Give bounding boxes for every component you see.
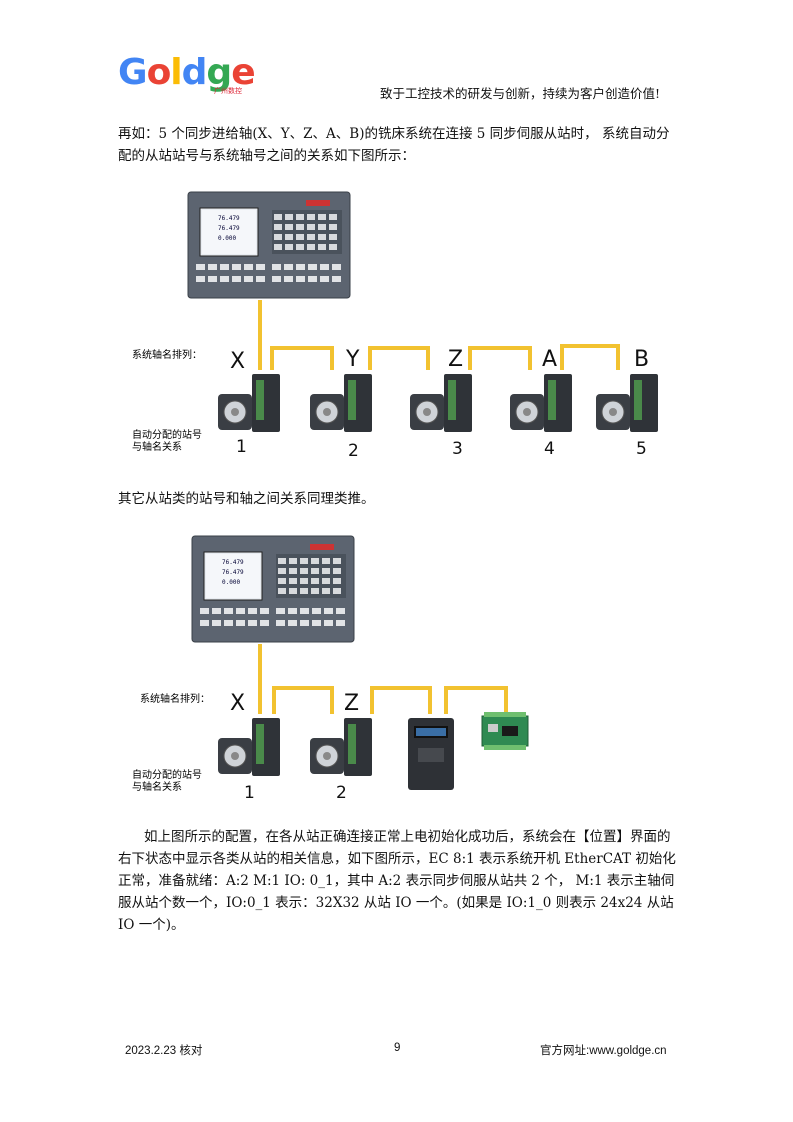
cnc-controller: 76.479 76.479 0.000 [188, 192, 350, 298]
ethercat-wires [260, 300, 618, 370]
axis-label-z: Z [344, 691, 359, 716]
axis-row-label: 系统轴名排列： [132, 348, 202, 361]
cnc-readout-1: 76.479 [218, 215, 240, 222]
paragraph-1: 再如：5 个同步进给轴(X、Y、Z、A、B)的铣床系统在连接 5 同步伺服从站时… [118, 123, 678, 167]
axis-label-y: Y [345, 347, 360, 372]
axis-label-x: X [230, 349, 245, 374]
cnc-readout-2: 76.479 [218, 225, 240, 232]
station-row-label-line2: 与轴名关系 [132, 440, 182, 453]
station-number-1: 1 [244, 783, 255, 802]
footer-website: 官方网址:www.goldge.cn [540, 1042, 667, 1058]
station-row-label-line1: 自动分配的站号 [132, 428, 202, 441]
ethercat-wires [260, 644, 506, 714]
servo-unit-5 [596, 374, 658, 432]
cnc-readout-3: 0.000 [218, 235, 236, 242]
servo-unit-1 [218, 374, 280, 432]
station-number-3: 3 [452, 439, 463, 459]
axis-label-b: B [634, 347, 649, 372]
cnc-controller: 76.479 76.479 0.000 [192, 536, 354, 642]
footer-page-number: 9 [394, 1042, 400, 1054]
cnc-readout-1: 76.479 [222, 559, 244, 566]
axis-label-a: A [542, 347, 557, 372]
station-number-5: 5 [636, 439, 647, 459]
servo-unit-2 [310, 718, 372, 776]
axis-label-z: Z [448, 347, 463, 372]
station-number-2: 2 [348, 441, 359, 461]
io-module [482, 712, 528, 750]
station-number-2: 2 [336, 783, 347, 802]
cnc-readout-2: 76.479 [222, 569, 244, 576]
spindle-drive [408, 718, 454, 790]
station-row-label-line1: 自动分配的站号 [132, 768, 202, 781]
station-row-label-line2: 与轴名关系 [132, 780, 182, 793]
station-number-1: 1 [236, 437, 247, 457]
axis-row-label: 系统轴名排列： [140, 692, 210, 705]
axis-label-x: X [230, 691, 245, 716]
station-number-4: 4 [544, 439, 555, 459]
figure-1-axis-diagram: 76.479 76.479 0.000 系统轴名排列： 自动分配的站号 与轴名关… [120, 188, 660, 470]
header-slogan: 致于工控技术的研发与创新，持续为客户创造价值! [380, 83, 660, 102]
servo-unit-2 [310, 374, 372, 432]
servo-unit-4 [510, 374, 572, 432]
footer-date: 2023.2.23 核对 [125, 1042, 202, 1058]
cnc-readout-3: 0.000 [222, 579, 240, 586]
goldge-logo: Goldge 广州数控 [118, 52, 255, 93]
figure-2-axis-diagram: 76.479 76.479 0.000 系统轴名排列： 自动分配的站号 与轴名关… [120, 532, 660, 802]
servo-unit-1 [218, 718, 280, 776]
paragraph-3: 如上图所示的配置，在各从站正确连接正常上电初始化成功后，系统会在【位置】界面的右… [118, 826, 678, 936]
paragraph-2: 其它从站类的站号和轴之间关系同理类推。 [118, 488, 678, 510]
logo-subtext: 广州数控 [214, 86, 242, 96]
servo-unit-3 [410, 374, 472, 432]
